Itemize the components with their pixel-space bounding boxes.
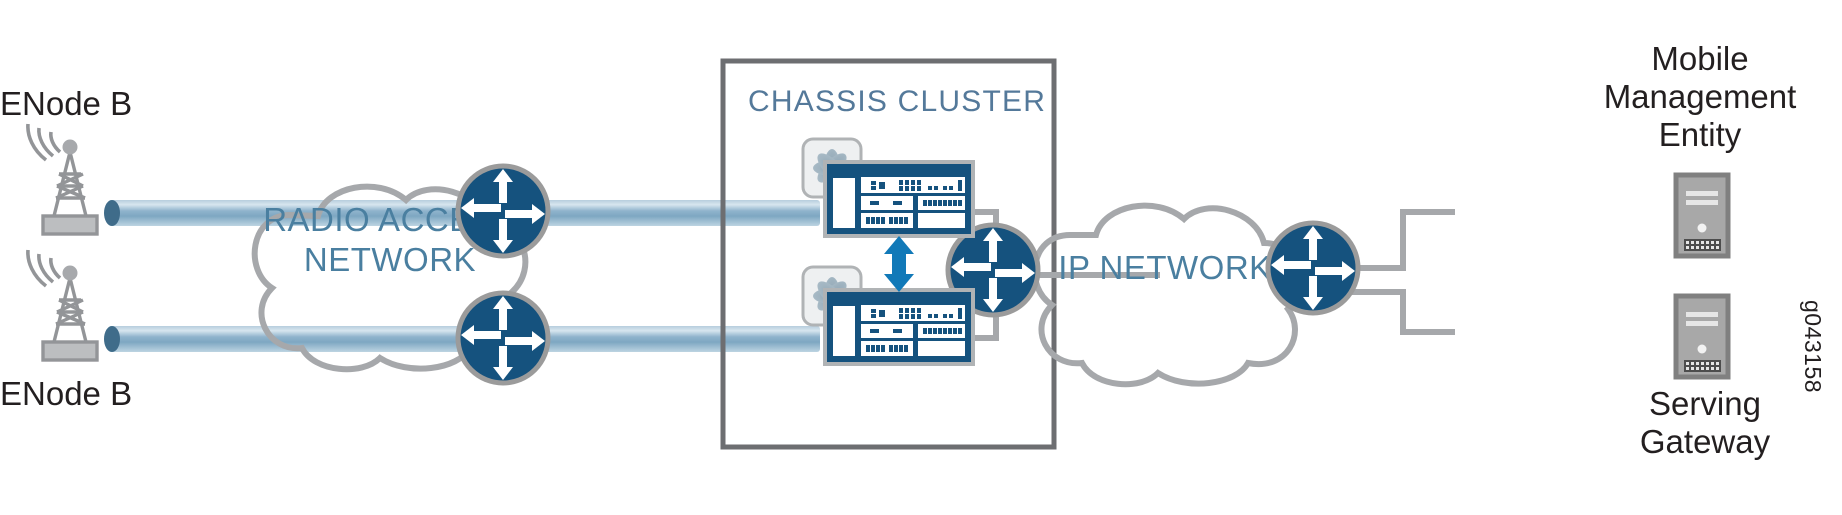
chassis-cluster-box (720, 58, 1057, 450)
cell-tower-icon-top (26, 123, 99, 236)
srx-firewall-node0[interactable] (823, 160, 975, 238)
enode-b-bottom-label: ENode B (0, 375, 133, 412)
chassis-cluster-label: CHASSIS CLUSTER (748, 85, 1047, 118)
server-icon-sgw[interactable] (1673, 293, 1731, 380)
cluster-fabric-double-arrow (884, 236, 914, 292)
ip-network-label: IP NETWORK (1058, 249, 1272, 286)
figure-id-watermark: g043158 (1800, 300, 1826, 394)
enode-b-top-label: ENode B (0, 85, 133, 122)
serving-gateway-label: Serving Gateway (1639, 385, 1771, 460)
cell-tower-icon-bottom (26, 249, 99, 362)
router-icon-edge[interactable] (1265, 220, 1361, 316)
link-edge-router-to-servers (1345, 209, 1455, 335)
server-icon-mme[interactable] (1673, 172, 1731, 259)
srx-firewall-node1[interactable] (823, 288, 975, 366)
ip-network-cloud (1031, 202, 1305, 388)
mobile-management-entity-label: Mobile Management Entity (1603, 40, 1797, 153)
router-icon-ran-top[interactable] (455, 163, 551, 259)
router-icon-ran-bottom[interactable] (455, 290, 551, 386)
link-pipe-enodeb-bottom (104, 326, 526, 352)
link-pipe-router-srx-bottom (524, 326, 820, 352)
link-pipe-router-srx-top (524, 200, 820, 226)
